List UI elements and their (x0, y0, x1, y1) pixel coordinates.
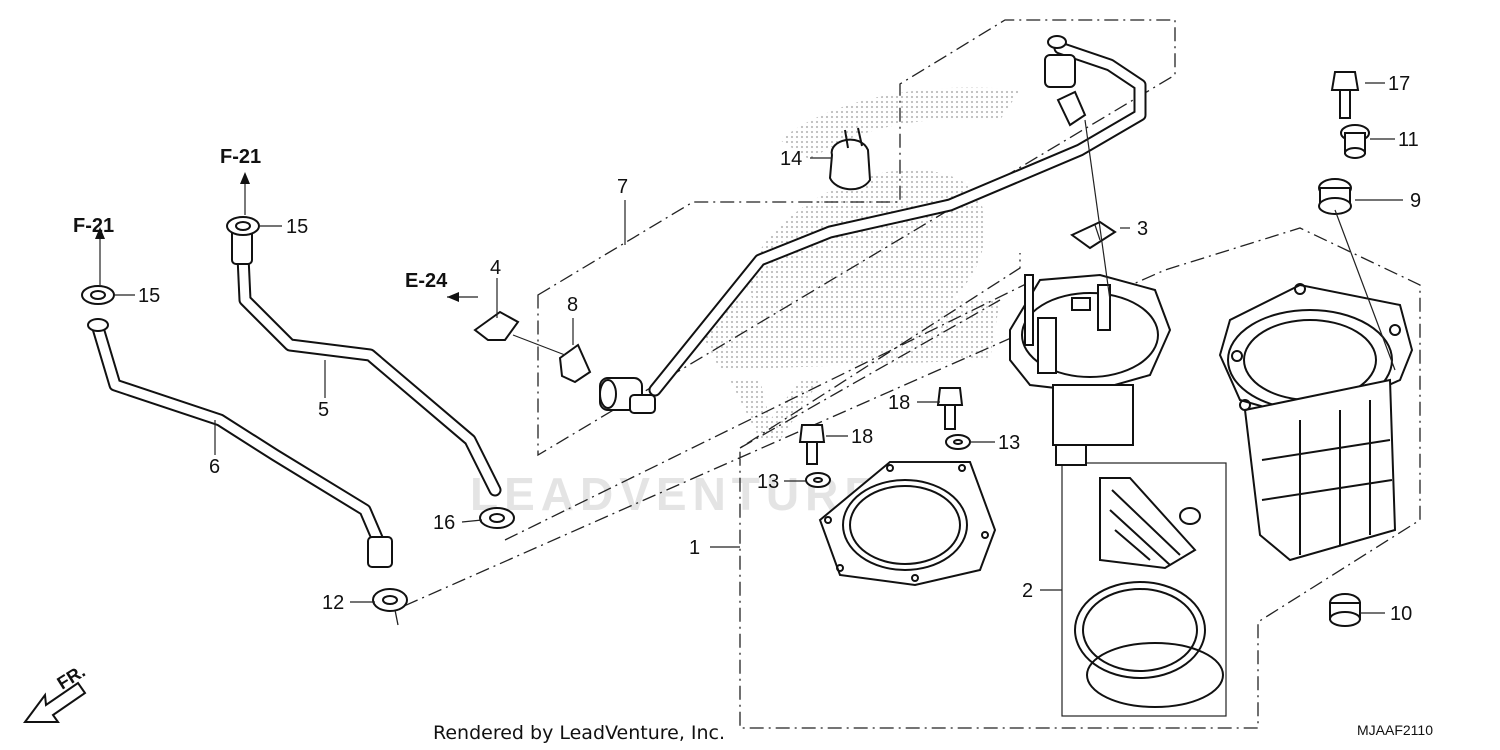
clip-8 (558, 343, 592, 384)
strainer-housing (1218, 283, 1414, 562)
front-label: FR. (54, 661, 89, 693)
hose-end-fitting (1044, 35, 1076, 88)
hose-connector (599, 377, 656, 414)
hose-6 (87, 318, 393, 568)
callout-2[interactable]: 2 (1022, 580, 1033, 602)
grommet-10 (1329, 593, 1361, 627)
hose-clamp-16 (479, 507, 515, 529)
clip-upper (1056, 90, 1087, 127)
callout-1[interactable]: 1 (689, 537, 700, 559)
callout-18-upper[interactable]: 18 (888, 392, 910, 414)
callout-16[interactable]: 16 (433, 512, 455, 534)
front-direction-marker: FR. (23, 661, 89, 723)
callout-11[interactable]: 11 (1398, 129, 1419, 151)
hose-clamp-15-top (226, 216, 260, 236)
callout-13-lower[interactable]: 13 (757, 471, 779, 493)
callout-4[interactable]: 4 (490, 257, 501, 279)
reference-arrows (95, 172, 459, 302)
hose-clamp-15-left (81, 285, 115, 305)
callout-14[interactable]: 14 (780, 148, 802, 170)
bolt-18-upper (936, 387, 964, 430)
callout-numbers: 1 2 3 4 5 6 7 8 9 10 11 12 13 13 14 15 1… (138, 73, 1421, 625)
callout-5[interactable]: 5 (318, 399, 329, 421)
hose-5 (231, 222, 502, 497)
assembly-boundaries (394, 19, 1421, 729)
collar-11 (1340, 124, 1370, 159)
seal-kit-2 (1074, 477, 1224, 708)
callout-6[interactable]: 6 (209, 456, 220, 478)
hose-clamp-12 (372, 588, 408, 612)
callout-15-top[interactable]: 15 (286, 216, 308, 238)
reference-f21-left[interactable]: F-21 (73, 215, 114, 237)
hose-7 (648, 41, 1147, 397)
callout-13-upper[interactable]: 13 (998, 432, 1020, 454)
clamp-14 (828, 127, 872, 191)
callout-3[interactable]: 3 (1137, 218, 1148, 240)
leader-lines (99, 82, 1403, 614)
diagram-code: MJAAF2110 (1357, 722, 1433, 738)
reference-f21-top[interactable]: F-21 (220, 146, 261, 168)
callout-8[interactable]: 8 (567, 294, 578, 316)
callout-7[interactable]: 7 (617, 176, 628, 198)
grommet-9 (1318, 178, 1352, 215)
mounting-gasket (818, 461, 997, 587)
callout-18-lower[interactable]: 18 (851, 426, 873, 448)
fuel-pump-module (1009, 273, 1172, 466)
clip-4 (473, 310, 520, 341)
clip-3 (1070, 220, 1117, 250)
callout-10[interactable]: 10 (1390, 603, 1412, 625)
bolt-18-lower (798, 424, 826, 465)
bolt-17 (1330, 71, 1360, 119)
callout-9[interactable]: 9 (1410, 190, 1421, 212)
callout-17[interactable]: 17 (1388, 73, 1410, 95)
reference-e24[interactable]: E-24 (405, 270, 448, 292)
callout-15-left[interactable]: 15 (138, 285, 160, 307)
washer-13-lower (805, 472, 831, 488)
callout-12[interactable]: 12 (322, 592, 344, 614)
rendered-by-text: Rendered by LeadVenture, Inc. (433, 722, 725, 744)
washer-13-upper (945, 434, 971, 450)
